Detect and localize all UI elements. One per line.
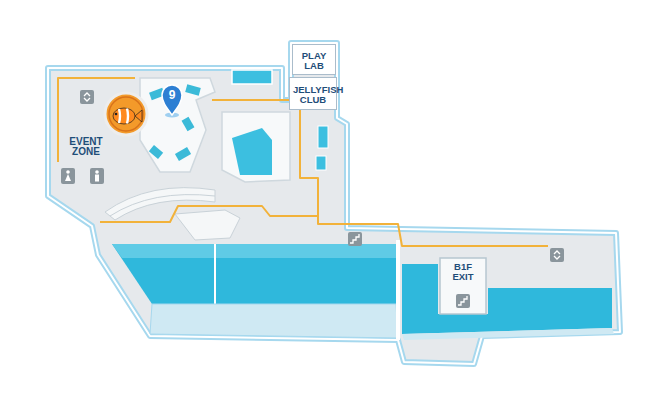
room-name: PLAY LAB xyxy=(297,51,331,71)
restroom-figure xyxy=(65,174,71,181)
restroom-icon xyxy=(90,168,104,184)
pool-wall xyxy=(396,240,400,340)
tank xyxy=(232,128,272,175)
callout-number: 9 xyxy=(169,89,176,102)
tank-island xyxy=(222,112,290,182)
restroom-icon xyxy=(61,168,75,184)
small-tank xyxy=(182,117,195,131)
stairs-icon xyxy=(348,232,362,246)
stairs-steps xyxy=(458,296,467,305)
small-tank xyxy=(185,84,201,95)
pool-divider xyxy=(214,244,216,304)
walkway xyxy=(58,78,548,246)
zone-label: EVENT ZONE xyxy=(66,137,106,158)
stairs-steps xyxy=(350,234,359,243)
restroom-figure xyxy=(95,170,99,174)
pool xyxy=(112,244,396,304)
stairs-icon xyxy=(456,294,470,308)
clownfish-stripe xyxy=(119,109,120,123)
elevator-icon xyxy=(80,90,94,104)
tank-island xyxy=(140,78,215,172)
stairs-icon xyxy=(456,294,470,308)
small-tank xyxy=(149,145,163,159)
walkway-line xyxy=(58,78,135,162)
restroom-figure xyxy=(95,175,99,182)
pool-shade xyxy=(112,244,396,258)
clownfish-body xyxy=(113,108,135,124)
pool-glass xyxy=(402,328,614,340)
restroom-icon xyxy=(90,168,104,184)
walkway-line xyxy=(100,206,318,222)
tank xyxy=(232,70,272,84)
restroom-icon xyxy=(61,168,75,184)
tank xyxy=(318,126,328,148)
location-pin xyxy=(162,85,182,115)
clownfish-eye xyxy=(115,113,118,116)
small-tank xyxy=(175,147,191,161)
fish-marker xyxy=(105,93,147,135)
fish-marker-disc xyxy=(105,93,147,135)
clownfish-tail xyxy=(135,110,142,122)
elevator-icon xyxy=(550,248,564,262)
room-box: B1F EXIT xyxy=(440,258,486,314)
clownfish-stripe xyxy=(127,109,128,124)
restroom-figure xyxy=(66,170,70,174)
room-box: PLAY LAB xyxy=(292,44,336,75)
room-box: JELLYFISH CLUB xyxy=(289,77,337,110)
floor-area xyxy=(48,43,620,364)
pool xyxy=(402,264,612,334)
room-name: B1F EXIT xyxy=(448,262,478,282)
exit-room xyxy=(440,258,486,314)
elevator-arrows xyxy=(554,251,560,259)
walkway-line xyxy=(212,100,548,246)
fish-marker-ring xyxy=(109,97,143,131)
tank xyxy=(316,156,326,170)
pool-glass xyxy=(150,304,398,338)
elevator-icon xyxy=(550,248,564,262)
stairs-icon xyxy=(348,232,362,246)
elevator-arrows xyxy=(84,93,90,101)
viewing-deck xyxy=(175,210,240,240)
floor-wall xyxy=(48,43,620,364)
elevator-icon xyxy=(80,90,94,104)
room-name: JELLYFISH CLUB xyxy=(293,85,333,105)
